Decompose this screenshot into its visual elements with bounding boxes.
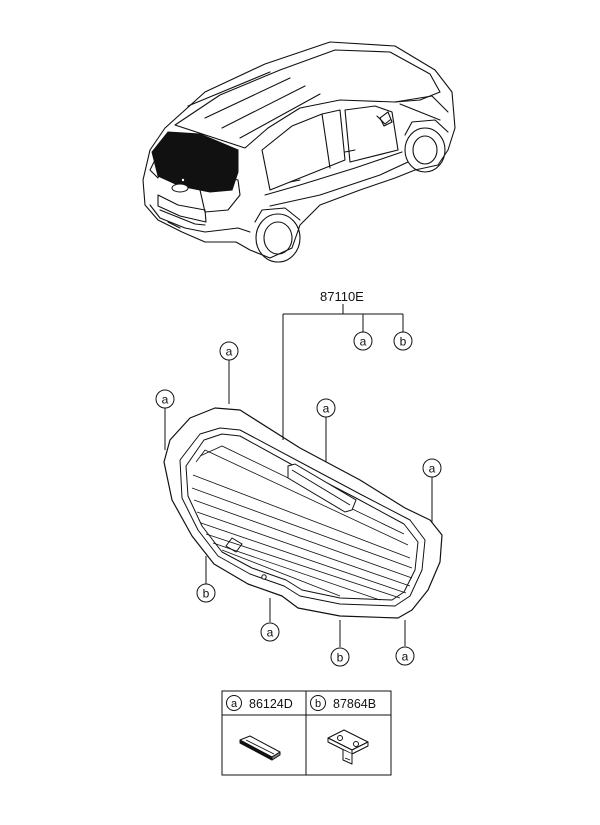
callout-a-3: a [155,389,175,409]
svg-text:a: a [162,393,169,407]
rear-camera [180,177,185,182]
svg-text:b: b [337,651,344,665]
vehicle-illustration [142,41,456,263]
callout-a-6: a [260,622,280,642]
svg-text:a: a [402,650,409,664]
clip-fastener-icon [327,729,369,765]
svg-text:a: a [323,402,330,416]
svg-text:a: a [360,335,367,349]
spoiler-stop-lamp [287,463,357,513]
part-number-main: 87110E [320,289,364,304]
legend-part-number-b: 87864B [333,697,376,711]
svg-text:a: a [267,626,274,640]
wiper-bracket [225,537,243,553]
legend-entry-a: a 86124D [226,695,293,711]
main-leader-lines [282,304,404,440]
legend-entry-b: b 87864B [310,695,376,711]
svg-text:a: a [226,345,233,359]
callout-a-5: a [422,458,442,478]
callout-a-2: a [219,341,239,361]
callout-a-4: a [316,398,336,418]
legend-part-number-a: 86124D [249,697,293,711]
molding-strip-icon [239,735,281,761]
callout-b-2: b [196,583,216,603]
callout-leaders [164,359,433,647]
rear-glass-highlight [151,131,239,193]
svg-text:b: b [315,698,321,710]
callout-b-1: b [393,331,413,351]
parts-legend-table [221,690,392,776]
wiper-hole [261,574,267,580]
svg-text:b: b [400,335,407,349]
rear-emblem [171,183,189,193]
callout-b-3: b [330,647,350,667]
svg-text:b: b [203,587,210,601]
svg-text:a: a [231,698,238,710]
svg-text:a: a [429,462,436,476]
callout-a-1: a [353,331,373,351]
callout-a-7: a [395,646,415,666]
